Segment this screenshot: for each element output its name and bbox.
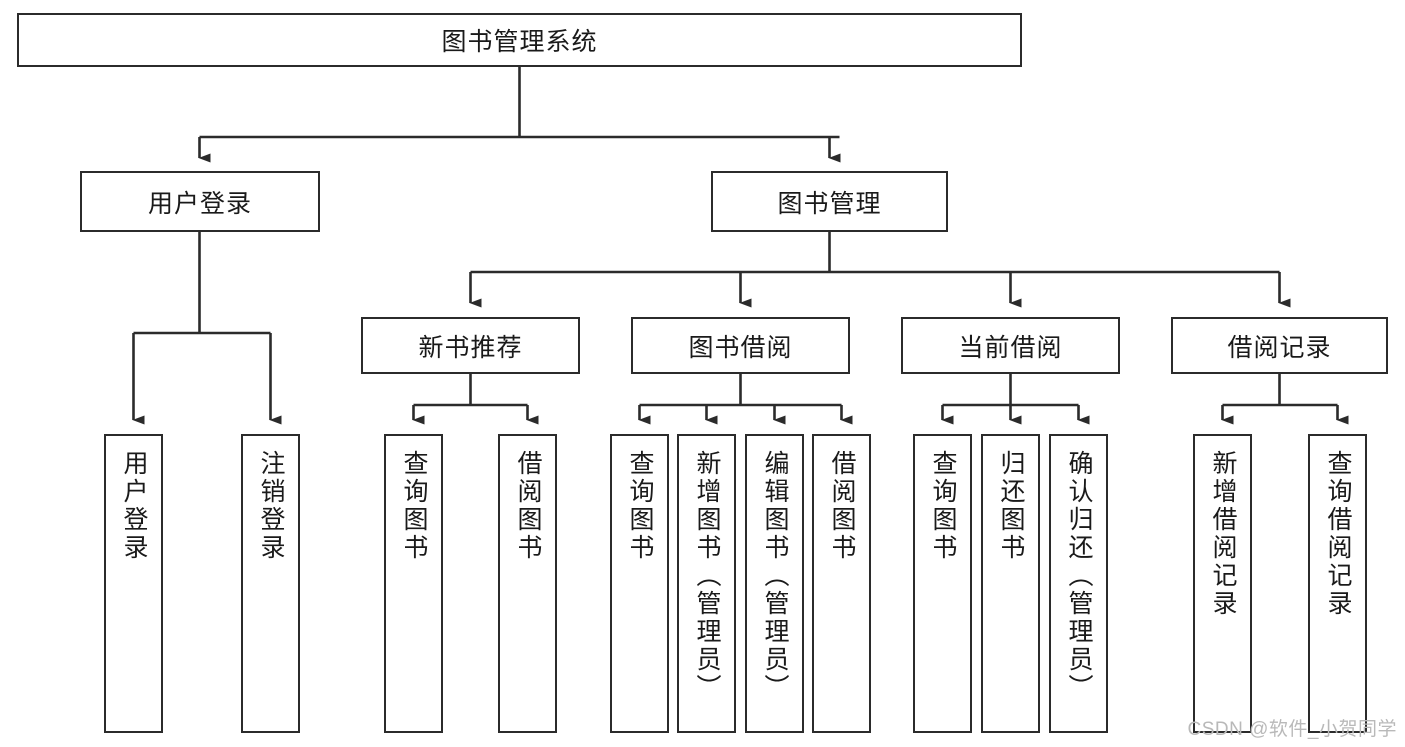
node-current-borrow[interactable]: 当前借阅 xyxy=(901,317,1120,374)
leaf-book-borrow-borrow[interactable]: 借阅图书 xyxy=(812,434,871,733)
node-label: 用户登录 xyxy=(120,450,148,562)
node-label: 借阅记录 xyxy=(1227,333,1332,362)
node-label: 用户登录 xyxy=(147,189,252,218)
node-label: 查询图书 xyxy=(626,450,654,562)
leaf-borrow-record-add[interactable]: 新增借阅记录 xyxy=(1193,434,1252,733)
leaf-current-borrow-return[interactable]: 归还图书 xyxy=(981,434,1040,733)
node-label: 新书推荐 xyxy=(418,333,523,362)
leaf-current-borrow-query[interactable]: 查询图书 xyxy=(913,434,972,733)
leaf-borrow-record-query[interactable]: 查询借阅记录 xyxy=(1308,434,1367,733)
node-book-management[interactable]: 图书管理 xyxy=(711,171,948,232)
node-label: 确认归还（管理员） xyxy=(1065,450,1093,702)
node-label: 新增图书（管理员） xyxy=(693,450,721,702)
node-label: 当前借阅 xyxy=(958,333,1063,362)
leaf-user-login-logout[interactable]: 注销登录 xyxy=(241,434,300,733)
node-label: 新增借阅记录 xyxy=(1209,450,1237,618)
node-label: 图书管理系统 xyxy=(441,28,598,56)
node-label: 归还图书 xyxy=(997,450,1025,562)
node-label: 编辑图书（管理员） xyxy=(761,450,789,702)
node-label: 查询图书 xyxy=(400,450,428,562)
node-new-book-recommend[interactable]: 新书推荐 xyxy=(361,317,580,374)
node-label: 查询图书 xyxy=(929,450,957,562)
node-label: 注销登录 xyxy=(257,450,285,562)
leaf-book-borrow-query[interactable]: 查询图书 xyxy=(610,434,669,733)
node-label: 借阅图书 xyxy=(828,450,856,562)
node-user-login[interactable]: 用户登录 xyxy=(80,171,320,232)
node-root-book-management-system[interactable]: 图书管理系统 xyxy=(17,13,1022,67)
node-label: 图书借阅 xyxy=(688,333,793,362)
leaf-book-borrow-edit[interactable]: 编辑图书（管理员） xyxy=(745,434,804,733)
leaf-book-borrow-add[interactable]: 新增图书（管理员） xyxy=(677,434,736,733)
leaf-current-borrow-confirm-return[interactable]: 确认归还（管理员） xyxy=(1049,434,1108,733)
watermark: CSDN @软件_小贺同学 xyxy=(1187,719,1397,740)
node-label: 借阅图书 xyxy=(514,450,542,562)
node-borrow-record[interactable]: 借阅记录 xyxy=(1171,317,1388,374)
node-label: 图书管理 xyxy=(777,189,882,218)
leaf-new-book-borrow[interactable]: 借阅图书 xyxy=(498,434,557,733)
node-label: 查询借阅记录 xyxy=(1324,450,1352,618)
leaf-user-login-login[interactable]: 用户登录 xyxy=(104,434,163,733)
leaf-new-book-query[interactable]: 查询图书 xyxy=(384,434,443,733)
node-book-borrow[interactable]: 图书借阅 xyxy=(631,317,850,374)
